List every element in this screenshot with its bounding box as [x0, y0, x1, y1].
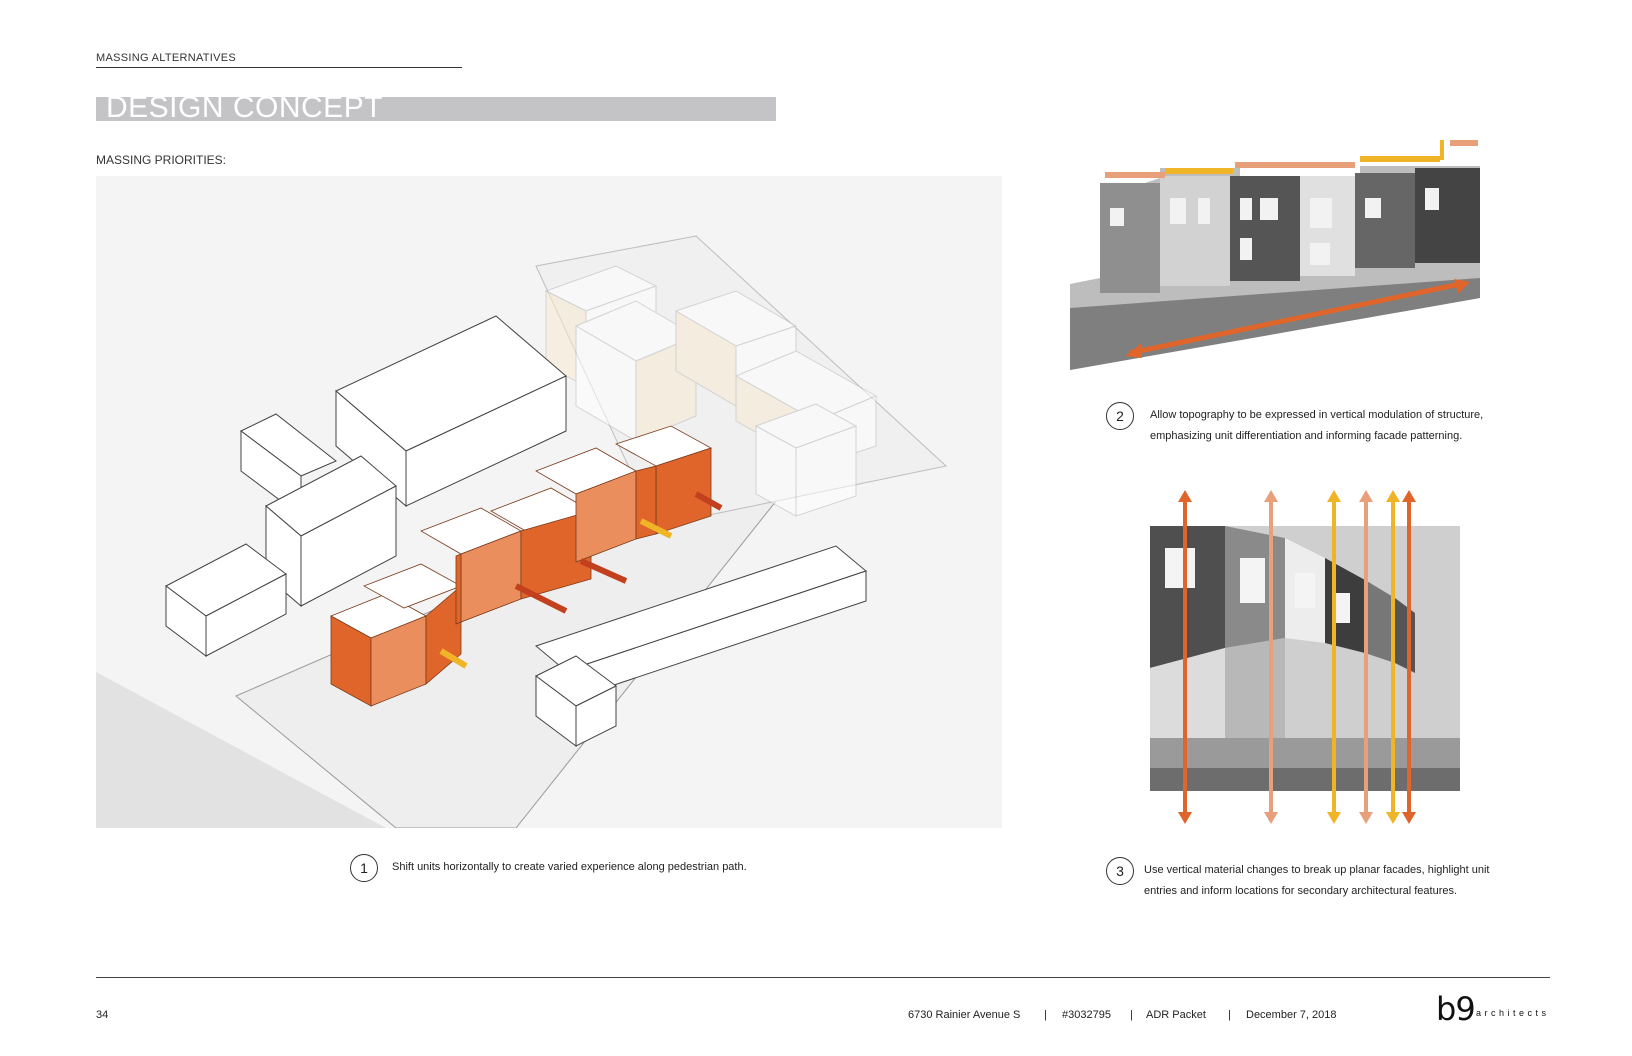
- footer-date: December 7, 2018: [1246, 1009, 1337, 1021]
- caption-2-line2: emphasizing unit differentiation and inf…: [1150, 430, 1463, 442]
- topography-photo-drawing: [1070, 140, 1480, 370]
- massing-diagram-drawing: [96, 235, 948, 828]
- footer-packet: ADR Packet: [1146, 1009, 1206, 1021]
- caption-2-number: 2: [1106, 402, 1134, 430]
- proposed-townhouses: [330, 425, 713, 707]
- firm-logo-mark: b9: [1436, 990, 1476, 1028]
- topography-photo: [1070, 138, 1490, 370]
- page-number: 34: [96, 1009, 109, 1021]
- ground-strip: [96, 672, 386, 828]
- shift-arrows: [439, 491, 723, 669]
- page-title: DESIGN CONCEPT: [106, 91, 384, 124]
- footer-project-number: #3032795: [1062, 1009, 1111, 1021]
- caption-3-line1: Use vertical material changes to break u…: [1144, 864, 1490, 876]
- massing-priorities-label: MASSING PRIORITIES:: [96, 153, 227, 167]
- footer-separator-2: |: [1130, 1009, 1133, 1021]
- caption-2-line1: Allow topography to be expressed in vert…: [1150, 409, 1484, 421]
- existing-houses: [165, 315, 868, 747]
- caption-1-text: Shift units horizontally to create varie…: [392, 861, 747, 873]
- footer-separator-3: |: [1228, 1009, 1231, 1021]
- facade-photo: [1150, 488, 1460, 833]
- footer-rule: [96, 977, 1550, 978]
- caption-3-number: 3: [1106, 857, 1134, 885]
- caption-3-line2: entries and inform locations for seconda…: [1144, 885, 1458, 897]
- facade-photo-drawing: [1150, 490, 1460, 824]
- footer-address: 6730 Rainier Avenue S: [908, 1009, 1021, 1021]
- section-label: MASSING ALTERNATIVES: [96, 52, 237, 64]
- caption-1-number: 1: [350, 854, 378, 882]
- section-rule: [96, 67, 462, 68]
- firm-logo-word: architects: [1476, 1008, 1550, 1018]
- massing-diagram: [96, 176, 1002, 828]
- existing-apartments: [544, 265, 878, 517]
- footer-separator-1: |: [1044, 1009, 1047, 1021]
- title-bar: [96, 97, 776, 121]
